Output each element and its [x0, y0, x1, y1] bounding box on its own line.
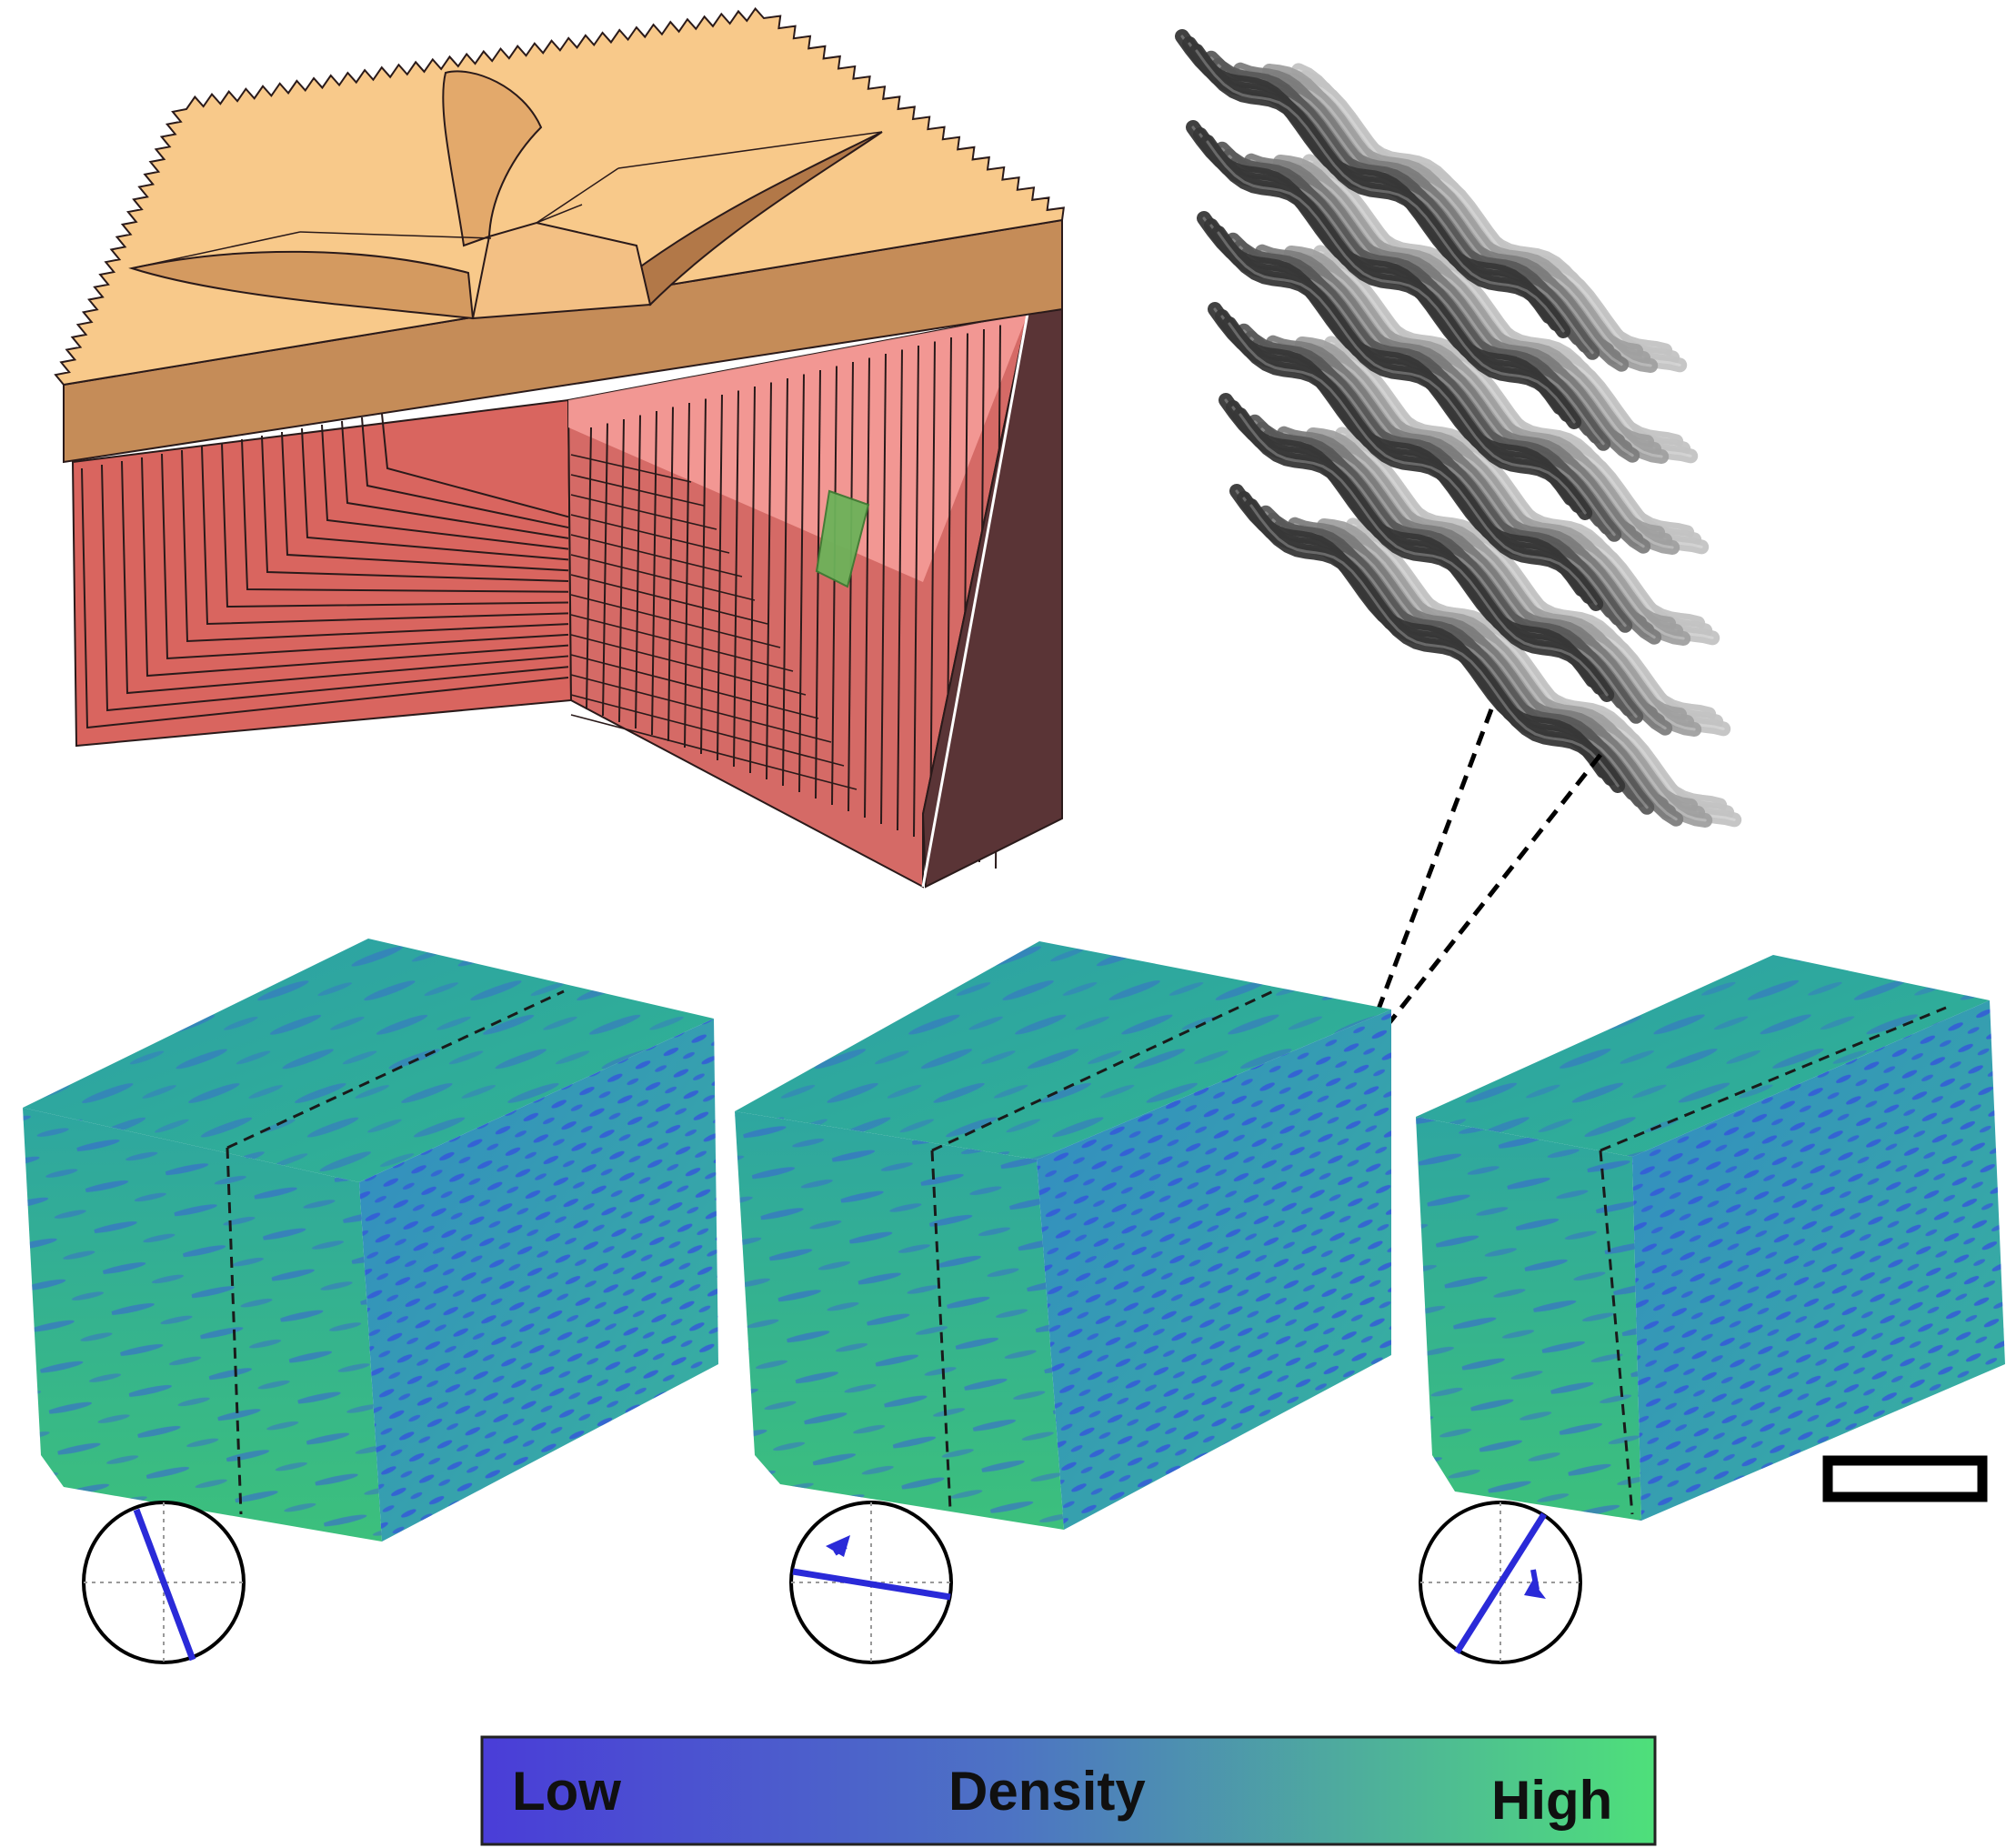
scale-bar	[1822, 1455, 1988, 1502]
orientation-circle-left	[82, 1501, 246, 1664]
lamellae-lines-right	[570, 325, 1001, 869]
osteon-schematic	[54, 6, 1065, 889]
colorbar-high-label: High	[1491, 1770, 1613, 1831]
collagen-fibril-bundle	[1175, 29, 1742, 828]
orientation-circle-middle	[789, 1501, 953, 1664]
density-block-middle	[735, 941, 1391, 1530]
lamellae-lines-left	[81, 413, 569, 729]
canal-grooves	[128, 70, 883, 320]
colorbar-title: Density	[948, 1761, 1146, 1822]
lamellae-pink-top	[568, 314, 1028, 582]
density-colorbar	[480, 1735, 1657, 1846]
density-block-right	[1416, 955, 2005, 1521]
highlighted-region	[815, 489, 870, 588]
orientation-circle-right	[1419, 1501, 1582, 1664]
edge-highlight	[921, 313, 1029, 888]
zoom-lines	[1359, 708, 1602, 1057]
colorbar-low-label: Low	[512, 1761, 621, 1822]
density-block-left	[23, 939, 718, 1542]
